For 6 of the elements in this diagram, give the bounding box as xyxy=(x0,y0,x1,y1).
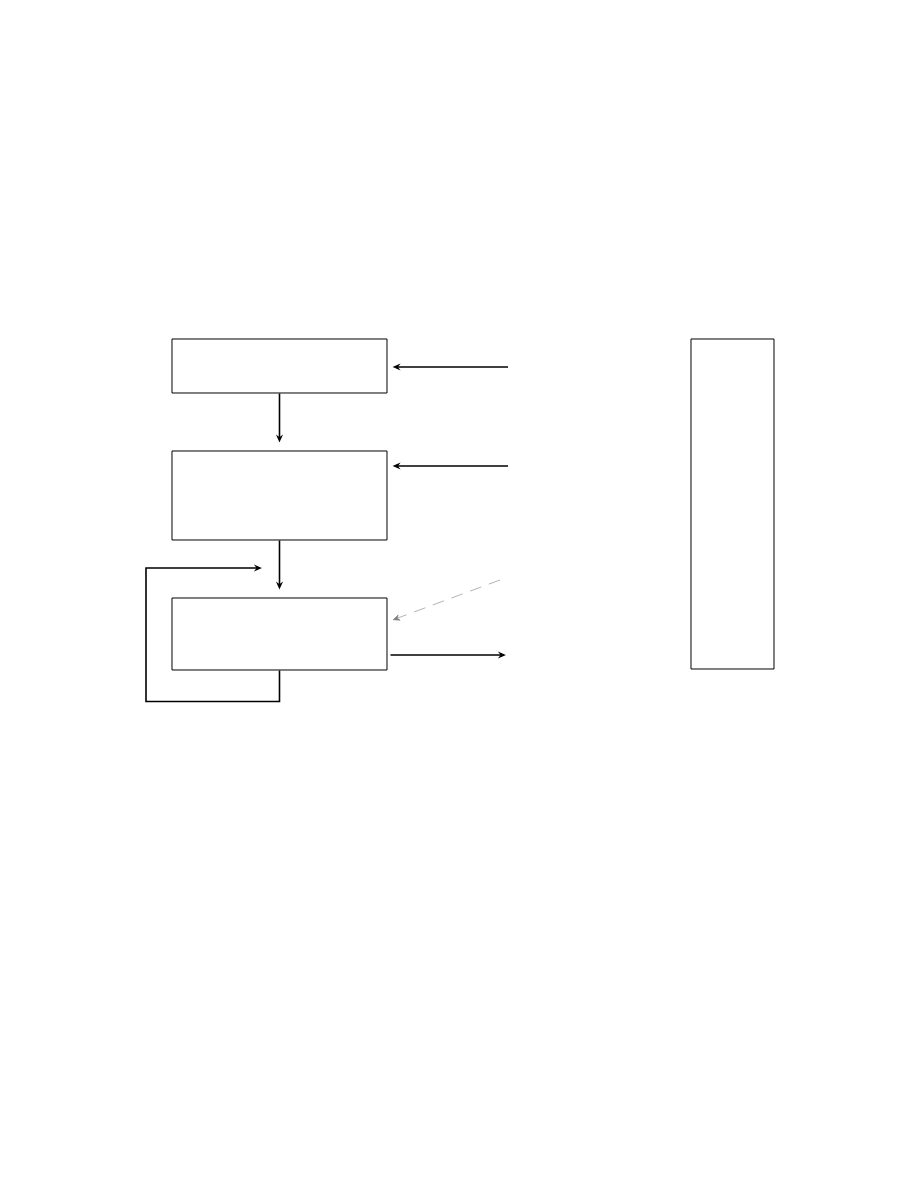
arrow xyxy=(392,579,501,621)
process-box xyxy=(690,338,775,670)
arrow xyxy=(145,564,281,703)
process-box xyxy=(171,597,388,671)
process-box xyxy=(171,450,388,541)
process-box xyxy=(171,338,388,394)
